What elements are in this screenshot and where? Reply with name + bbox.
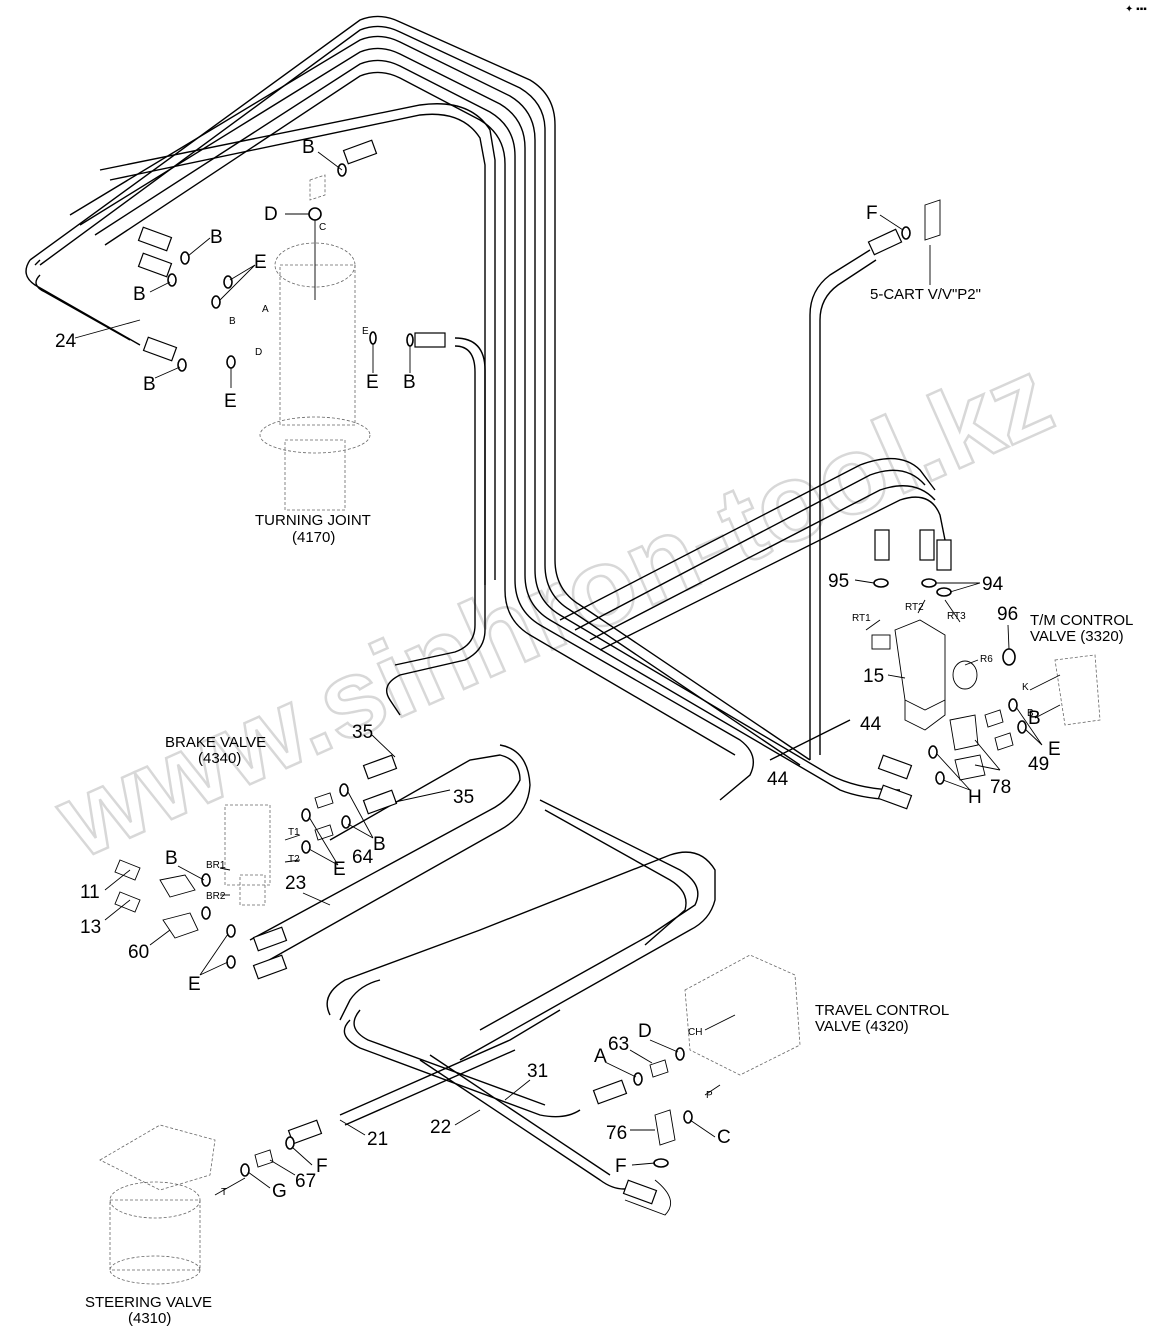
tm-control-valve-label: T/M CONTROL	[1030, 612, 1133, 629]
port-label: K	[1022, 682, 1029, 693]
port-label: T	[221, 1187, 227, 1198]
part-number: 95	[828, 571, 849, 592]
hose-ends	[137, 139, 952, 1205]
o-rings	[167, 163, 1027, 1177]
part-number: 31	[527, 1061, 548, 1082]
pipe-turning-joint-out	[386, 337, 486, 716]
part-number: 60	[128, 942, 149, 963]
travel-control-valve-number: VALVE (4320)	[815, 1018, 909, 1035]
letter-callout: E	[1048, 739, 1061, 760]
letter-callout: C	[717, 1127, 731, 1148]
part-number: 67	[295, 1171, 316, 1192]
part-number: 11	[80, 882, 100, 903]
letter-callouts: B D B E B B E E B F B B E E B E H A D C …	[133, 137, 1061, 1202]
brake-valve-label: BRAKE VALVE	[165, 734, 266, 751]
letter-callout: B	[1028, 708, 1041, 729]
part-number: 35	[352, 722, 373, 743]
letter-callout: D	[264, 204, 278, 225]
letter-callout: E	[254, 252, 267, 273]
letter-callout: B	[143, 374, 156, 395]
letter-callout: F	[615, 1156, 627, 1177]
part-number: 49	[1028, 754, 1049, 775]
letter-callout: B	[302, 137, 315, 158]
leader-lines	[74, 151, 1061, 1196]
turning-joint-body	[259, 174, 371, 511]
letter-callout: F	[316, 1156, 328, 1177]
brake-valve-body	[224, 804, 271, 906]
part-number: 44	[767, 769, 789, 790]
corner-mark: ✦ ▪▪▪	[1125, 4, 1147, 15]
part-number: 24	[55, 331, 77, 352]
part-number: 15	[863, 666, 884, 687]
port-label: B	[229, 316, 236, 327]
port-label: BR1	[206, 860, 226, 871]
letter-callout: H	[968, 787, 982, 808]
letter-callout: B	[373, 834, 386, 855]
port-label: RT2	[905, 602, 924, 613]
pipe-bundle-top	[25, 15, 906, 801]
part-number: 21	[367, 1129, 388, 1150]
part-15-manifold	[871, 619, 978, 731]
letter-callout: B	[133, 284, 146, 305]
letter-callout: B	[165, 848, 178, 869]
cart-valve-label: 5-CART V/V"P2"	[870, 286, 981, 303]
port-label: C	[319, 222, 326, 233]
port-label: A	[262, 304, 269, 315]
port-label: P	[706, 1090, 713, 1101]
turning-joint-number: (4170)	[292, 529, 335, 546]
part-number: 23	[285, 873, 306, 894]
pipe-lower-loops	[249, 744, 716, 1190]
part-number: 13	[80, 917, 101, 938]
part-number: 76	[606, 1123, 627, 1144]
port-label: BR2	[206, 891, 226, 902]
tm-control-valve-number: VALVE (3320)	[1030, 628, 1124, 645]
travel-control-valve-label: TRAVEL CONTROL	[815, 1002, 949, 1019]
component-labels: TURNING JOINT (4170) BRAKE VALVE (4340) …	[85, 286, 1133, 1327]
part-number: 22	[430, 1117, 451, 1138]
turning-joint-label: TURNING JOINT	[255, 512, 371, 529]
port-label: T1	[288, 827, 300, 838]
brake-valve-number: (4340)	[198, 750, 241, 767]
port-label: RT3	[947, 611, 966, 622]
port-label: RT1	[852, 613, 871, 624]
port-label: T2	[288, 854, 300, 865]
port-label: CH	[688, 1027, 702, 1038]
letter-callout: B	[403, 372, 416, 393]
fittings	[114, 199, 1014, 1216]
letter-callout: E	[366, 372, 379, 393]
steering-valve-number: (4310)	[128, 1310, 171, 1327]
port-label: E	[362, 326, 369, 337]
letter-callout: F	[866, 203, 878, 224]
port-label: R6	[980, 654, 993, 665]
tm-control-valve-body	[1054, 654, 1101, 726]
part-number-callouts: 24 11 13 60 23 35 35 64 15 95 94 96 44 4…	[55, 331, 1049, 1192]
port-label: D	[255, 347, 262, 358]
letter-callout: E	[333, 859, 346, 880]
travel-control-valve-body	[684, 954, 801, 1076]
part-number: 78	[990, 777, 1011, 798]
letter-callout: B	[210, 227, 223, 248]
part-number: 44	[860, 714, 882, 735]
part-number: 96	[997, 604, 1018, 625]
port-labels: C A B D E T1 T2 BR1 BR2 RT1 RT2 RT3 R6 K…	[206, 222, 1034, 1198]
letter-callout: G	[272, 1181, 287, 1202]
part-number: 64	[352, 847, 374, 868]
letter-callout: A	[594, 1046, 607, 1067]
letter-callout: E	[188, 974, 201, 995]
steering-valve-label: STEERING VALVE	[85, 1294, 212, 1311]
steering-valve-body	[99, 1124, 216, 1285]
part-number: 63	[608, 1034, 629, 1055]
part-number: 35	[453, 787, 474, 808]
pipe-bundle-right	[559, 249, 946, 761]
letter-callout: E	[224, 391, 237, 412]
port-label: B	[1027, 708, 1034, 719]
letter-callout: D	[638, 1021, 652, 1042]
part-number: 94	[982, 574, 1004, 595]
